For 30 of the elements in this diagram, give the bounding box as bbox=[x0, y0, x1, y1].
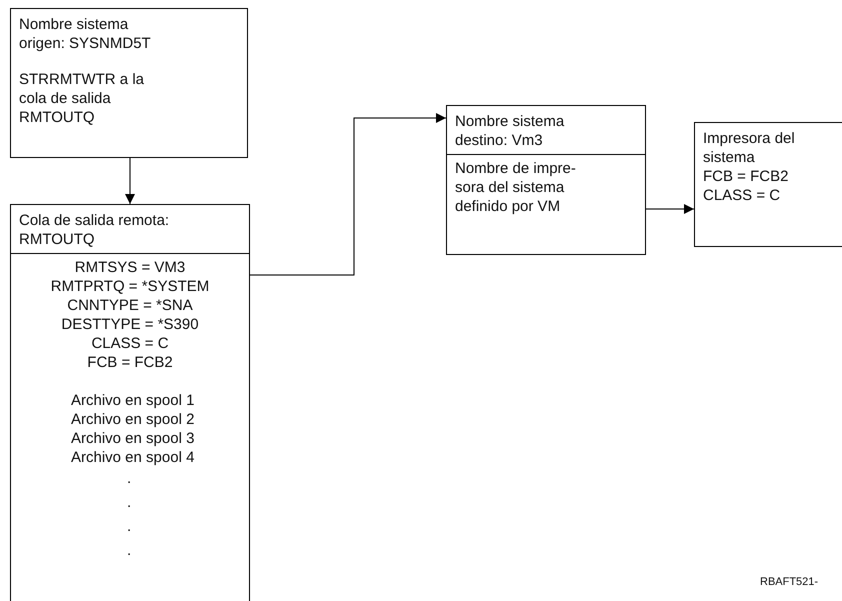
figure-id: RBAFT521- bbox=[760, 575, 818, 590]
box-text: Nombre de impre-sora del sistema definido por VM bbox=[454, 159, 577, 216]
arrow bbox=[125, 158, 135, 204]
process-box bbox=[10, 204, 250, 601]
box-text: FCB = FCB2 bbox=[702, 167, 790, 186]
box-heading: Impresora del sistema bbox=[702, 129, 796, 167]
box-text: . bbox=[126, 517, 132, 537]
box-text: Archivo en spool 4 bbox=[70, 448, 196, 467]
process-box bbox=[10, 8, 248, 158]
box-heading: Nombre sistema destino: Vm3 bbox=[454, 112, 566, 151]
arrow bbox=[646, 204, 694, 214]
box-text: CLASS = C bbox=[702, 186, 782, 205]
box-text: . bbox=[126, 493, 132, 513]
box-heading: Cola de salida remota: RMTOUTQ bbox=[18, 211, 170, 250]
box-text: RMTSYS = VM3 bbox=[74, 258, 186, 277]
box-text: Archivo en spool 3 bbox=[70, 429, 196, 448]
box-heading: Nombre sistema origen: SYSNMD5T bbox=[18, 15, 152, 53]
box-text: CLASS = C bbox=[90, 334, 170, 353]
box-text: . bbox=[126, 541, 132, 561]
box-text: DESTTYPE = *S390 bbox=[60, 315, 200, 334]
box-text: Archivo en spool 2 bbox=[70, 410, 196, 429]
process-box bbox=[446, 105, 646, 255]
box-text: . bbox=[126, 469, 132, 489]
box-text: RMTPRTQ = *SYSTEM bbox=[50, 277, 210, 296]
process-box bbox=[694, 122, 842, 247]
box-text: Archivo en spool 1 bbox=[70, 391, 196, 410]
box-text: STRRMTWTR a la cola de salida RMTOUTQ bbox=[18, 70, 145, 127]
box-text: FCB = FCB2 bbox=[86, 353, 174, 372]
box-text: CNNTYPE = *SNA bbox=[66, 296, 194, 315]
arrow bbox=[250, 113, 446, 276]
